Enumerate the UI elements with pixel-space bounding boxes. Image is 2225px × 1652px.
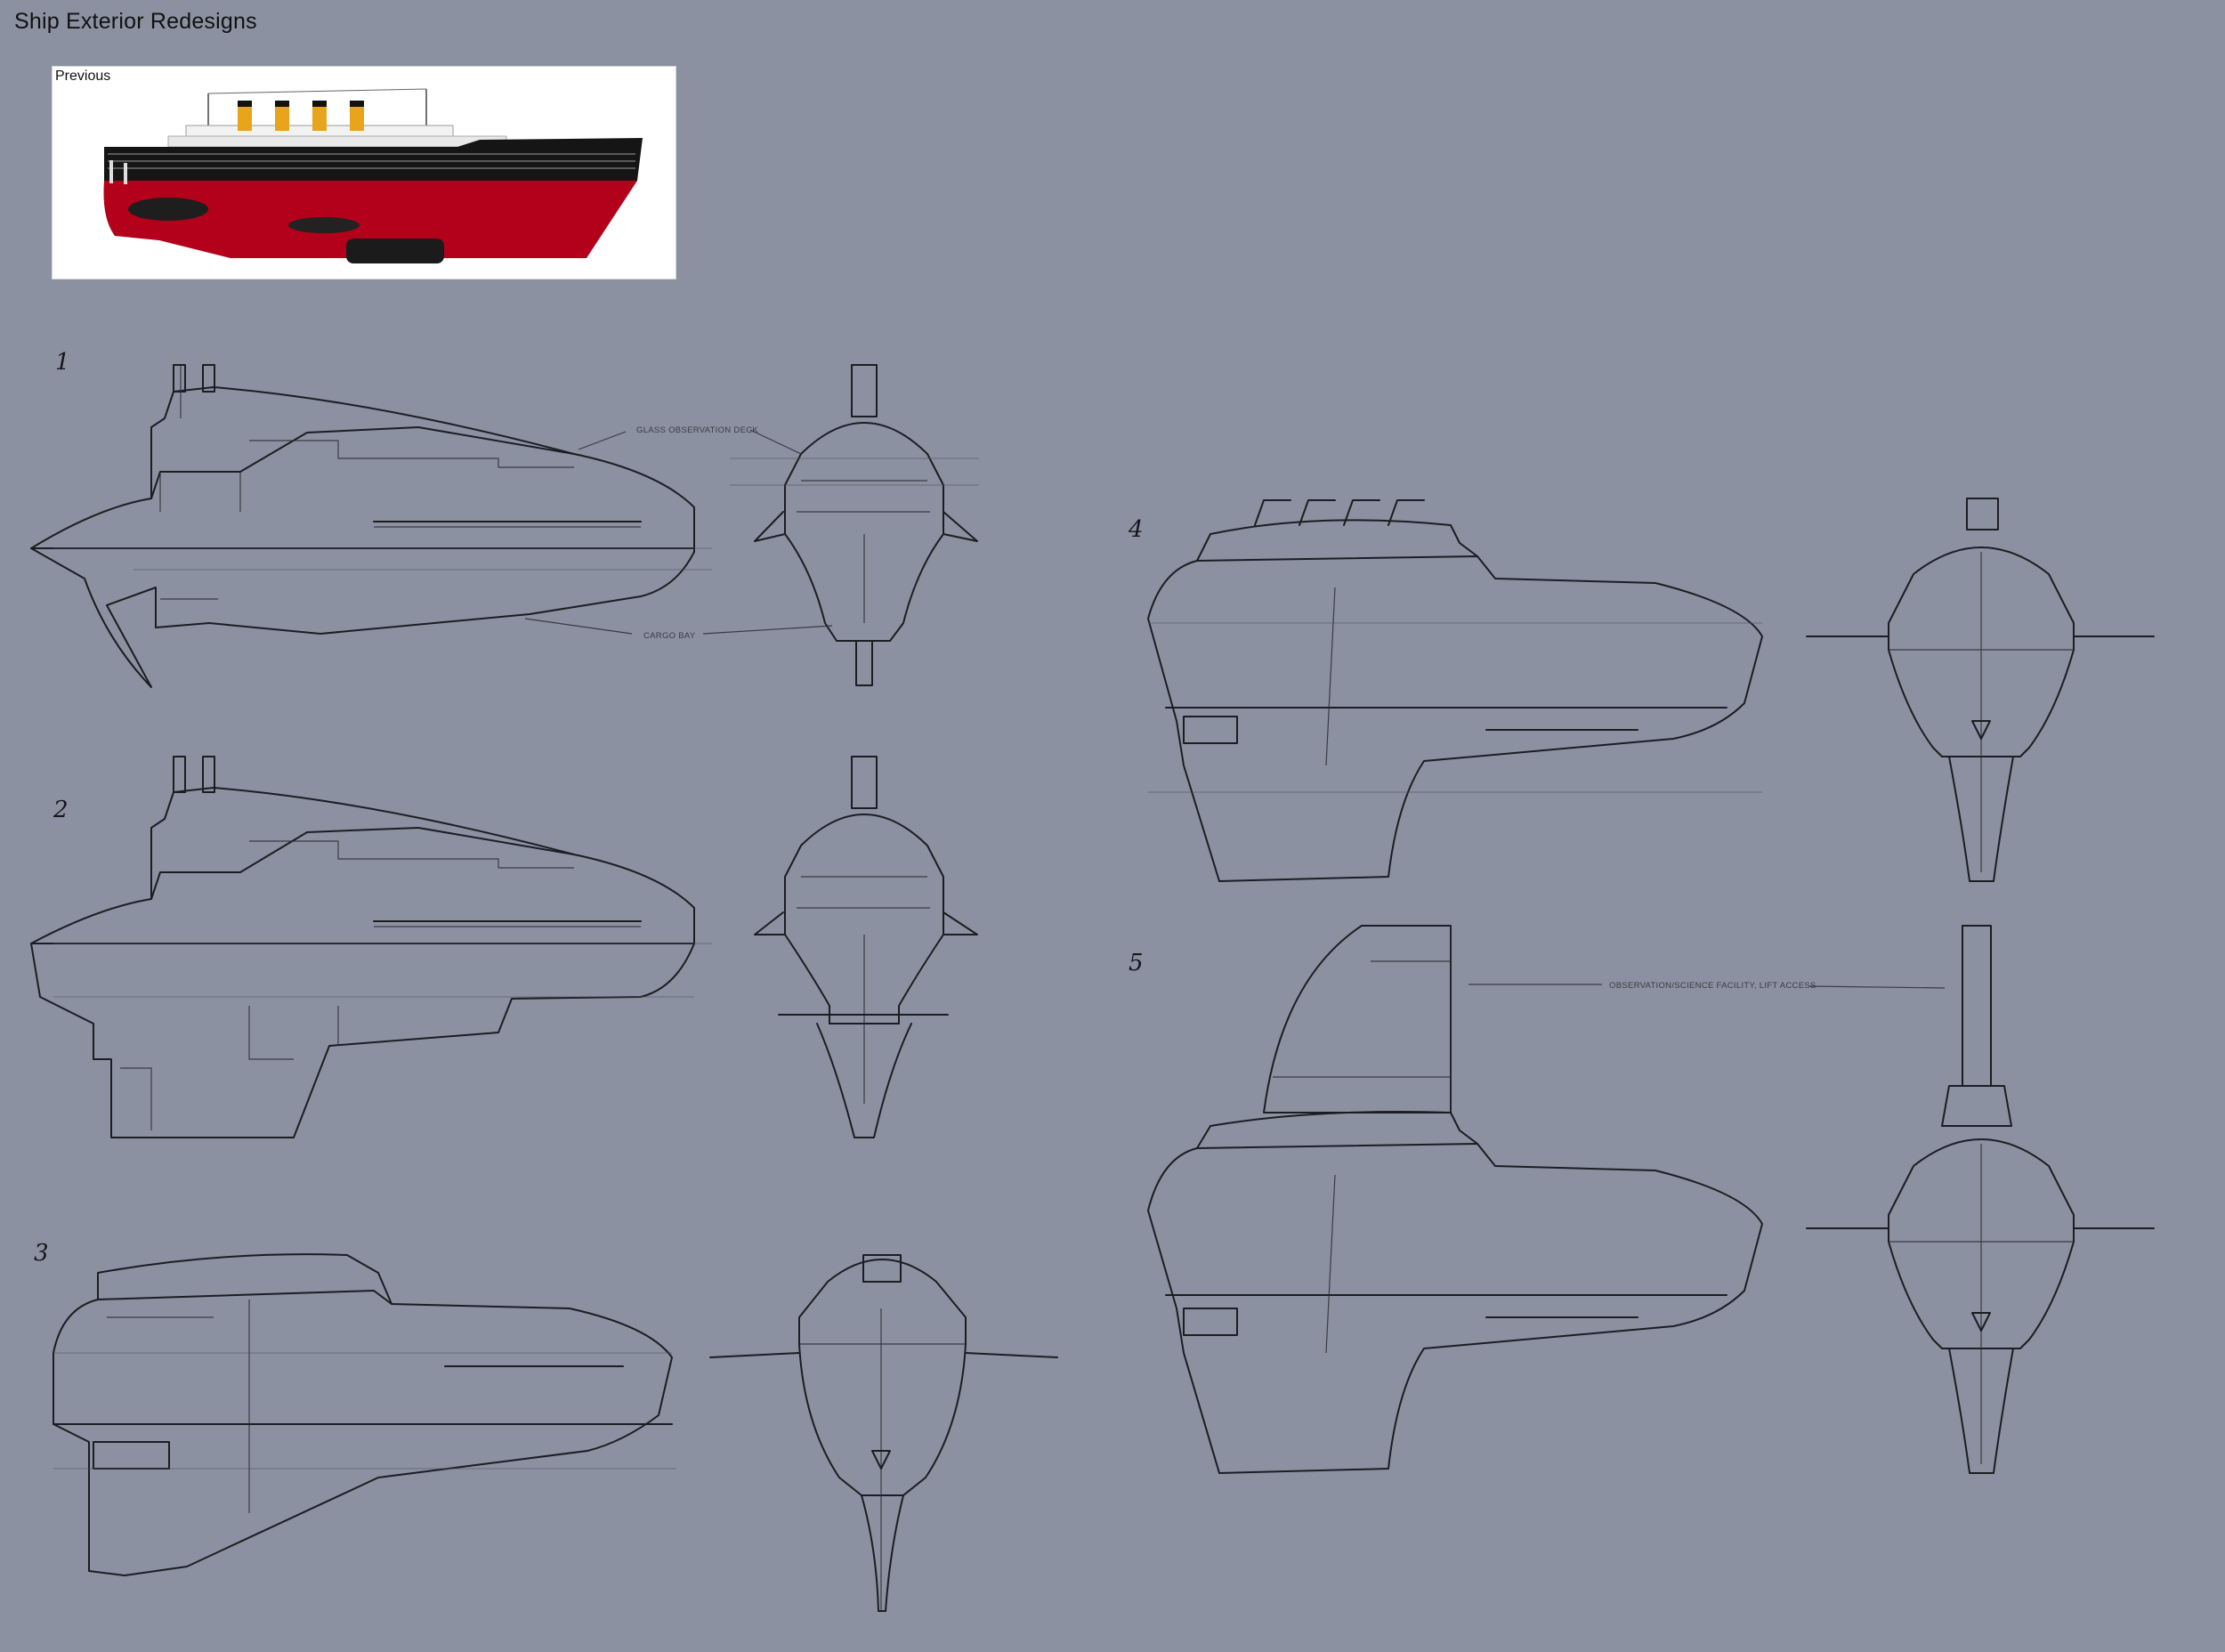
design-5-side-view bbox=[1147, 925, 1763, 1474]
design-4-side-view bbox=[1147, 499, 1763, 882]
design-2-front-view bbox=[754, 756, 978, 1138]
design-3: 3 bbox=[34, 1240, 1058, 1612]
sheet-title: Ship Exterior Redesigns bbox=[14, 9, 257, 34]
previous-label: Previous bbox=[55, 69, 111, 84]
annotation-glass-observation-deck: GLASS OBSERVATION DECK bbox=[636, 425, 758, 435]
design-1-side-view bbox=[30, 364, 712, 688]
design-2: 2 bbox=[30, 756, 978, 1138]
previous-reference-image: Previous bbox=[53, 67, 676, 279]
design-number-4: 4 bbox=[1128, 516, 1144, 543]
design-number-2: 2 bbox=[53, 797, 69, 823]
design-number-3: 3 bbox=[34, 1240, 49, 1267]
design-number-1: 1 bbox=[55, 349, 70, 376]
design-4-front-view bbox=[1806, 498, 2155, 882]
annotation-cargo-bay: CARGO BAY bbox=[643, 631, 696, 641]
titanic-illustration bbox=[103, 88, 643, 263]
design-5-annotations: OBSERVATION/SCIENCE FACILITY, LIFT ACCES… bbox=[1468, 981, 1946, 991]
design-5-front-view bbox=[1806, 925, 2155, 1474]
design-number-5: 5 bbox=[1129, 950, 1144, 976]
design-2-side-view bbox=[30, 756, 712, 1138]
design-4: 4 bbox=[1128, 498, 2155, 882]
design-5: 5 OBSERVATION/SCIENCE FACILITY, LIFT ACC… bbox=[1129, 925, 2155, 1474]
design-3-front-view bbox=[709, 1254, 1058, 1612]
design-1-annotations: GLASS OBSERVATION DECK CARGO BAY bbox=[524, 425, 833, 641]
annotation-observation-science-facility: OBSERVATION/SCIENCE FACILITY, LIFT ACCES… bbox=[1609, 981, 1816, 991]
design-1-front-view bbox=[730, 364, 979, 686]
funnels bbox=[238, 101, 364, 131]
design-3-side-view bbox=[53, 1253, 676, 1576]
design-1: 1 GLASS OBSERVATION DECK bbox=[30, 349, 979, 688]
